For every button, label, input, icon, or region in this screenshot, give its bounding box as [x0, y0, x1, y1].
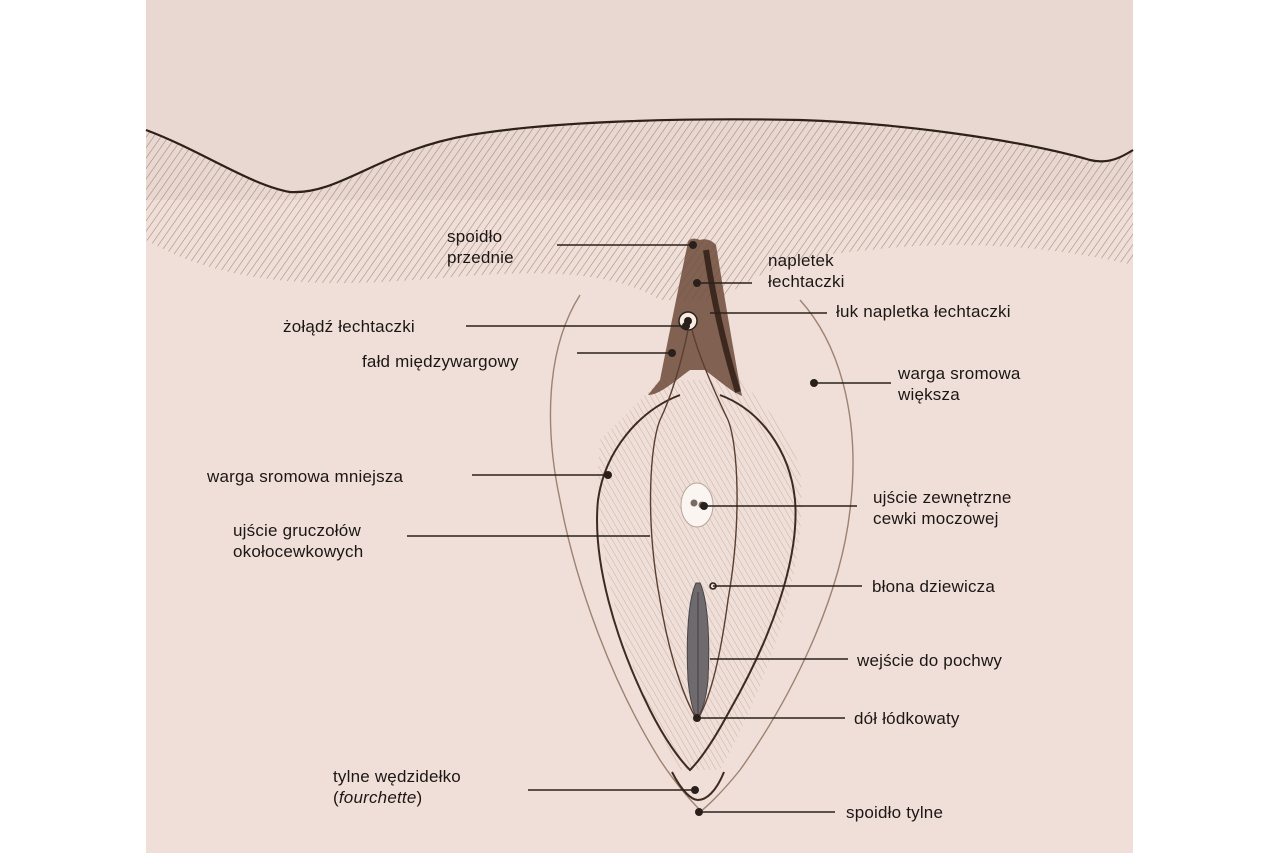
vaginal-opening-shape	[686, 582, 710, 719]
pubic-hair-region	[145, 118, 1134, 300]
label-line-italic: (fourchette)	[333, 788, 423, 807]
label-line: spoidło	[447, 227, 503, 246]
label-posterior-frenulum: tylne wędzidełko (fourchette)	[333, 766, 461, 808]
label-external-urethral-orifice: ujście zewnętrzne cewki moczowej	[873, 487, 1012, 529]
label-line: warga sromowa mniejsza	[207, 467, 404, 486]
label-glans-clitoris: żołądź łechtaczki	[283, 316, 415, 337]
label-line: okołocewkowych	[233, 542, 364, 561]
urethral-orifice-shape	[680, 482, 714, 528]
label-anterior-commissure: spoidło przednie	[447, 226, 514, 268]
label-line: fałd międzywargowy	[362, 352, 519, 371]
label-line: większa	[898, 385, 960, 404]
label-paraurethral-gland-openings: ujście gruczołów okołocewkowych	[233, 520, 363, 562]
label-line: tylne wędzidełko	[333, 767, 461, 786]
label-line: ujście gruczołów	[233, 521, 361, 540]
labia-majora-outline	[549, 294, 854, 813]
label-line: łechtaczki	[768, 272, 845, 291]
label-line: błona dziewicza	[872, 577, 996, 596]
label-line: ujście zewnętrzne	[873, 488, 1012, 507]
label-posterior-commissure: spoidło tylne	[846, 802, 943, 823]
label-line: łuk napletka łechtaczki	[836, 302, 1011, 321]
label-vaginal-opening: wejście do pochwy	[857, 650, 1002, 671]
label-navicular-fossa: dół łódkowaty	[854, 708, 960, 729]
label-line: cewki moczowej	[873, 509, 999, 528]
label-line: spoidło tylne	[846, 803, 944, 822]
label-line: napletek	[768, 251, 834, 270]
label-line: warga sromowa	[898, 364, 1021, 383]
label-labia-majora: warga sromowa większa	[898, 363, 1021, 405]
label-labia-minora: warga sromowa mniejsza	[207, 466, 403, 487]
label-clitoral-hood: napletek łechtaczki	[768, 250, 845, 292]
label-line: wejście do pochwy	[857, 651, 1003, 670]
label-hymen: błona dziewicza	[872, 576, 995, 597]
label-line: przednie	[447, 248, 514, 267]
label-line: żołądź łechtaczki	[283, 317, 415, 336]
leader-lines	[407, 241, 891, 816]
label-clitoral-hood-arch: łuk napletka łechtaczki	[836, 301, 1011, 322]
italic-term: fourchette	[338, 788, 417, 807]
posterior-frenulum-shape	[671, 771, 725, 802]
label-interlabial-fold: fałd międzywargowy	[362, 351, 519, 372]
label-line: dół łódkowaty	[854, 709, 960, 728]
